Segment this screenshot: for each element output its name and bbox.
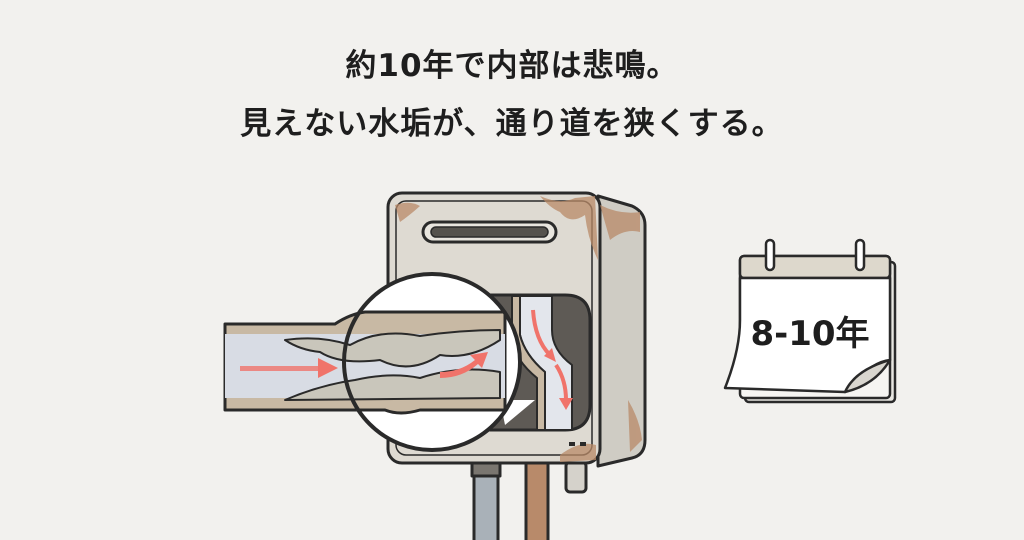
headline-line-1: 約10年で内部は悲鳴。 (345, 48, 679, 84)
rust-stains (395, 196, 642, 462)
calendar-icon (723, 238, 897, 404)
flow-arrow-internal (531, 309, 568, 401)
heater-side-panel (596, 194, 647, 468)
outlet-pipes (470, 460, 588, 540)
calendar-years-label: 8-10年 (750, 314, 870, 354)
flow-arrow-pipe (240, 352, 488, 378)
headline-line-2: 見えない水垢が、通り道を狭くする。 (240, 106, 784, 142)
scale-deposit-top (284, 329, 501, 368)
